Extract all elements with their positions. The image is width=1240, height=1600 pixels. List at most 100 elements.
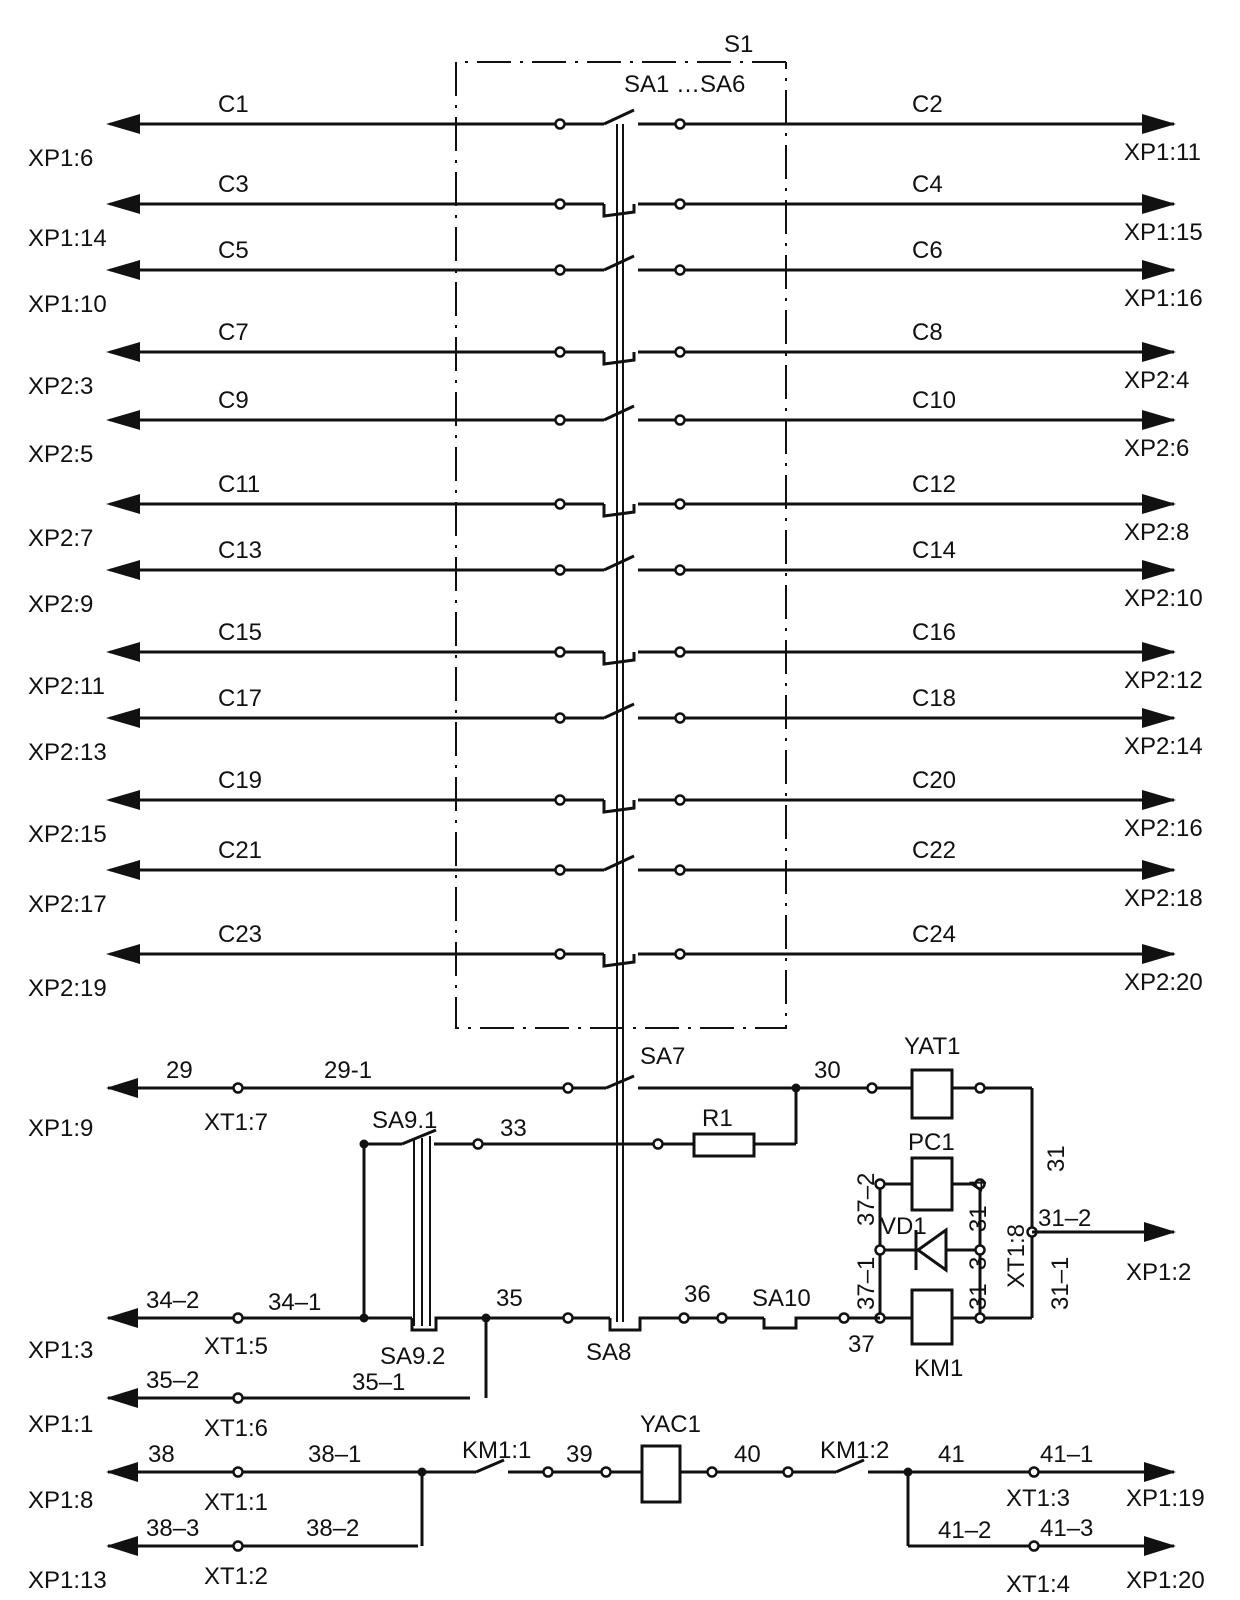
wire-35: 35: [496, 1285, 523, 1312]
connector-label-left: XP2:15: [28, 821, 107, 848]
terminal-xt1-8: XT1:8: [1003, 1224, 1030, 1288]
contact-node: [674, 346, 686, 358]
connector-xp1-19: XP1:19: [1126, 1485, 1205, 1512]
contact-node: [674, 712, 686, 724]
wire-37-2: 37–2: [853, 1173, 880, 1226]
yac1-coil: [640, 1444, 682, 1504]
terminal-xt1-3: XT1:3: [1006, 1485, 1070, 1512]
r1-label: R1: [702, 1105, 733, 1132]
connector-label-left: XP2:13: [28, 739, 107, 766]
wire-36: 36: [684, 1281, 711, 1308]
arrow-right-icon: [1142, 944, 1176, 964]
wire-label-right: C4: [912, 171, 943, 198]
arrow-left-icon: [106, 410, 140, 430]
arrow-left-icon: [106, 194, 140, 214]
contact-node: [674, 646, 686, 658]
connector-xp1-1: XP1:1: [28, 1411, 93, 1438]
wire-35-2: 35–2: [146, 1367, 199, 1394]
contact-node: [554, 646, 566, 658]
wire-label-right: C22: [912, 837, 956, 864]
contact-node: [674, 564, 686, 576]
contact-node: [554, 346, 566, 358]
wire-label-left: C1: [218, 91, 249, 118]
switch-contact: [602, 504, 636, 518]
connector-xp1-3: XP1:3: [28, 1337, 93, 1364]
wire-label-left: C19: [218, 767, 262, 794]
connector-label-left: XP1:6: [28, 145, 93, 172]
wire-label-right: C6: [912, 237, 943, 264]
arrow-left-icon: [106, 642, 140, 662]
control-labels: 29 29-1 SA7 30 YAT1 XP1:9 XT1:7 SA9.1 33…: [28, 1033, 1205, 1598]
wire-40: 40: [734, 1441, 761, 1468]
yac1-label: YAC1: [640, 1411, 701, 1438]
arrow-left-icon: [106, 860, 140, 880]
contact-node: [554, 712, 566, 724]
wire-31-2: 31–2: [1038, 1205, 1091, 1232]
connector-label-left: XP2:9: [28, 591, 93, 618]
s1-enclosure: S1 SA1 …SA6: [455, 31, 787, 1029]
switch-contact: [602, 800, 636, 814]
control-circuit: [106, 1068, 1176, 1556]
wire-31-3: 31–3: [965, 1257, 992, 1310]
arrow-right-icon: [1142, 642, 1176, 662]
contact-node: [554, 414, 566, 426]
arrow-left-icon: [106, 708, 140, 728]
wire-35-1: 35–1: [352, 1369, 405, 1396]
connector-label-right: XP2:14: [1124, 733, 1203, 760]
contact-node: [554, 498, 566, 510]
connector-label-right: XP2:18: [1124, 885, 1203, 912]
connector-label-right: XP2:20: [1124, 969, 1203, 996]
connector-label-left: XP2:11: [28, 673, 105, 700]
arrow-right-icon: [1142, 260, 1176, 280]
wire-34-1: 34–1: [268, 1289, 321, 1316]
contact-node: [554, 198, 566, 210]
connector-label-right: XP2:16: [1124, 815, 1203, 842]
wire-31-4: 31–4: [965, 1179, 992, 1232]
yat1-label: YAT1: [904, 1033, 960, 1060]
connector-label-right: XP2:6: [1124, 435, 1189, 462]
wire-31: 31: [1043, 1145, 1070, 1172]
arrow-right-icon: [1142, 560, 1176, 580]
sa8-label: SA8: [586, 1339, 631, 1366]
contact-node: [554, 864, 566, 876]
terminal-xt1-6: XT1:6: [204, 1415, 268, 1442]
wire-label-right: C12: [912, 471, 956, 498]
switch-contact: [602, 204, 636, 218]
wire-label-left: C17: [218, 685, 262, 712]
connector-label-right: XP1:16: [1124, 285, 1203, 312]
sa9-2-label: SA9.2: [380, 1343, 445, 1370]
connector-label-right: XP2:10: [1124, 585, 1203, 612]
contact-node: [554, 948, 566, 960]
wire-label-right: C16: [912, 619, 956, 646]
switch-contact: [603, 404, 635, 422]
arrow-left-icon: [106, 342, 140, 362]
wire-38: 38: [148, 1441, 175, 1468]
connector-label-left: XP1:10: [28, 291, 107, 318]
terminal-xt1-2: XT1:2: [204, 1563, 268, 1590]
connector-label-right: XP1:15: [1124, 219, 1203, 246]
contact-node: [674, 198, 686, 210]
wire-34-2: 34–2: [146, 1287, 199, 1314]
switch-contact: [602, 954, 636, 968]
wire-label-left: C13: [218, 537, 262, 564]
contact-node: [674, 794, 686, 806]
contact-node: [554, 118, 566, 130]
connector-xp1-9: XP1:9: [28, 1115, 93, 1142]
arrow-left-icon: [106, 260, 140, 280]
arrow-left-icon: [106, 790, 140, 810]
contact-node: [674, 864, 686, 876]
arrow-right-icon: [1142, 790, 1176, 810]
arrow-right-icon: [1142, 860, 1176, 880]
wire-label-right: C2: [912, 91, 943, 118]
connector-label-left: XP2:19: [28, 975, 107, 1002]
sa9-1-label: SA9.1: [372, 1107, 437, 1134]
vd1-diode: [914, 1227, 948, 1273]
